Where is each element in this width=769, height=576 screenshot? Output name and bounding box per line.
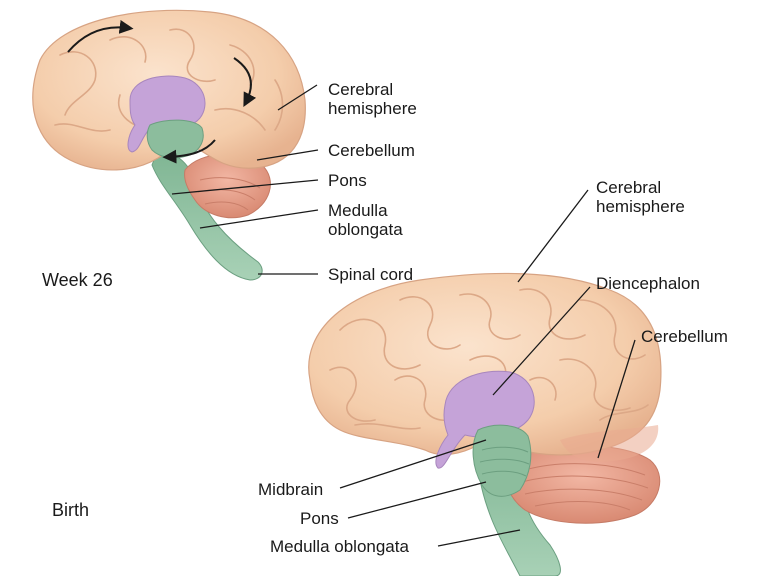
- birth-label-medulla-oblongata: Medulla oblongata: [270, 537, 409, 556]
- week26-label-cerebellum: Cerebellum: [328, 141, 415, 160]
- birth-label-cerebellum: Cerebellum: [641, 327, 728, 346]
- week26-brain: [32, 9, 319, 281]
- birth-label-pons: Pons: [300, 509, 339, 528]
- stage-label-birth: Birth: [52, 500, 90, 520]
- birth-label-diencephalon: Diencephalon: [596, 274, 700, 293]
- week26-label-medulla: Medulla oblongata: [328, 201, 403, 239]
- birth-gyri: [329, 288, 649, 430]
- week26-leader-lines: [171, 84, 319, 275]
- stage-label-week26: Week 26: [42, 270, 113, 290]
- week26-label-cerebral-hemisphere: Cerebral hemisphere: [328, 80, 417, 118]
- birth-cerebellum-folds: [521, 463, 649, 511]
- birth-label-cerebral-hemisphere: Cerebral hemisphere: [596, 178, 685, 216]
- birth-pons-striations: [479, 446, 530, 477]
- birth-cerebral-line1: Cerebral: [596, 178, 662, 197]
- birth-midbrain-pons: [472, 424, 532, 497]
- birth-brain: [308, 189, 662, 576]
- week26-gyri: [54, 28, 284, 132]
- birth-cerebral-line2: hemisphere: [596, 197, 685, 216]
- week26-arrow-right: [233, 57, 257, 107]
- birth-leader-lines: [339, 189, 636, 547]
- week26-cerebral-line1: Cerebral: [328, 80, 394, 99]
- week26-medulla-line2: oblongata: [328, 220, 403, 239]
- week26-cerebral-line2: hemisphere: [328, 99, 417, 118]
- week26-arrow-bottom: [162, 139, 216, 164]
- week26-medulla-line1: Medulla: [328, 201, 388, 220]
- birth-label-midbrain: Midbrain: [258, 480, 324, 499]
- birth-occipital-shade: [560, 425, 659, 462]
- week26-label-spinal-cord: Spinal cord: [328, 265, 414, 284]
- birth-diencephalon: [435, 370, 535, 469]
- week26-label-pons: Pons: [328, 171, 367, 190]
- week26-arrow-top: [67, 19, 134, 53]
